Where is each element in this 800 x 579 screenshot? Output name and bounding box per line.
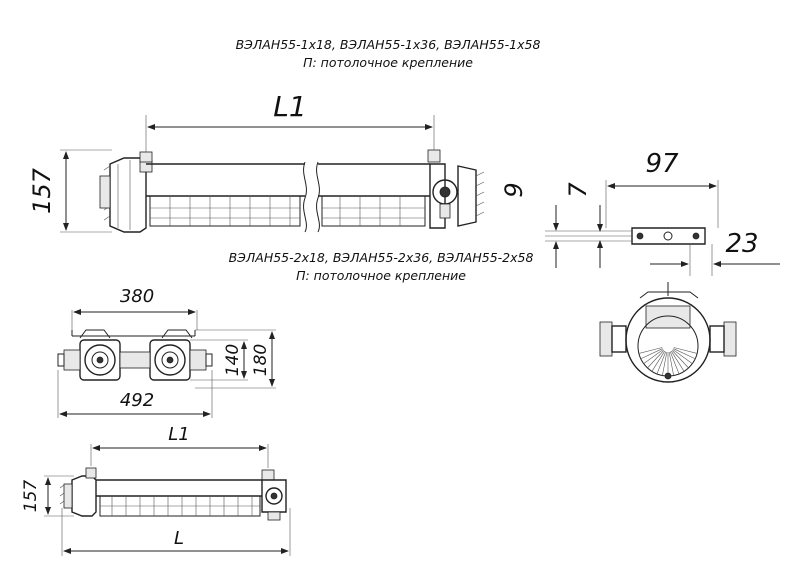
twin-140-label: 140	[223, 344, 243, 376]
twin-380-label: 380	[120, 286, 154, 307]
top-luminaire-side-view	[60, 115, 485, 233]
end-view	[599, 282, 737, 383]
top-models-caption: ВЭЛАН55-1х18, ВЭЛАН55-1х36, ВЭЛАН55-1х58	[235, 37, 541, 52]
mid-mount-caption: П: потолочное крепление	[296, 268, 466, 283]
twin-top-view	[57, 309, 276, 418]
bracket-detail	[545, 180, 780, 276]
top-mount-caption: П: потолочное крепление	[303, 55, 473, 70]
bracket-9-label: 9	[500, 182, 528, 197]
top-height-label: 157	[28, 167, 56, 214]
bracket-width-label: 97	[645, 149, 679, 179]
twin-492-label: 492	[120, 390, 154, 411]
bottom-luminaire-side-view	[44, 444, 291, 556]
bottom-l1-label: L1	[168, 424, 189, 445]
bottom-height-label: 157	[21, 480, 41, 513]
bracket-23-label: 23	[725, 229, 758, 259]
bottom-l-label: L	[174, 528, 184, 549]
mid-models-caption: ВЭЛАН55-2х18, ВЭЛАН55-2х36, ВЭЛАН55-2х58	[228, 250, 534, 265]
twin-180-label: 180	[251, 344, 271, 376]
bracket-7-label: 7	[564, 182, 592, 198]
top-l1-label: L1	[273, 90, 306, 123]
